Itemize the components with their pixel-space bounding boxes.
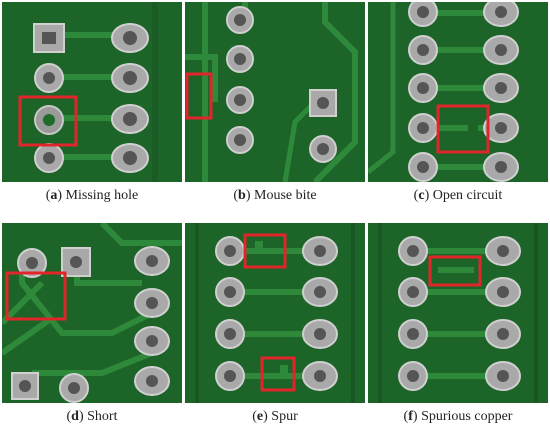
caption-open-circuit: (c) Open circuit xyxy=(413,188,503,203)
caption-spur: (e) Spur xyxy=(252,409,298,424)
pcb-image-spur xyxy=(185,223,365,403)
caption-short: (d) Short xyxy=(66,409,118,424)
pcb-image-spurious-copper xyxy=(368,223,548,403)
caption-spurious-copper: (f) Spurious copper xyxy=(403,409,513,424)
caption-mouse-bite: (b) Mouse bite xyxy=(233,188,317,203)
pcb-image-short xyxy=(2,223,182,403)
pcb-image-open-circuit xyxy=(368,2,548,182)
pcb-image-missing-hole xyxy=(2,2,182,182)
caption-missing-hole: (a) Missing hole xyxy=(45,188,139,203)
pcb-image-mouse-bite xyxy=(185,2,365,182)
